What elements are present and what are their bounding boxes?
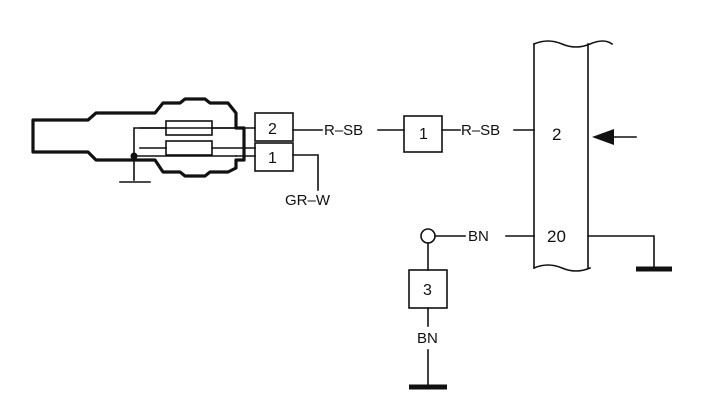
control-unit-bottom-break — [532, 264, 592, 272]
control-unit-pin-2-label: 2 — [552, 125, 561, 144]
control-unit-arrow-head — [592, 129, 614, 145]
sensor-connector-pin-1-box — [254, 142, 294, 172]
sensor — [31, 97, 256, 183]
component-3-label: 3 — [423, 282, 432, 299]
control-unit-pin-20-label: 20 — [547, 227, 566, 246]
ground-terminal-ring — [420, 228, 436, 244]
inline-connector-box — [403, 115, 443, 153]
sensor-connector: 2 1 — [254, 112, 294, 172]
sensor-internal-bracket — [133, 127, 237, 157]
wire-gr-w-label: GR–W — [285, 192, 331, 209]
wire-r-sb-a-label: R–SB — [324, 122, 363, 139]
sensor-connector-pin-1-label: 1 — [268, 150, 277, 167]
control-unit: 2 20 — [532, 40, 672, 272]
sensor-heater-element-lower — [165, 140, 213, 156]
inline-connector-pin-label: 1 — [419, 126, 428, 143]
sensor-probe-outline — [31, 97, 246, 178]
wire-r-sb-b-label: R–SB — [461, 122, 500, 139]
sensor-connector-pin-2-label: 2 — [268, 121, 277, 138]
wire-bn-lower-label: BN — [417, 330, 438, 347]
control-unit-top-break — [532, 40, 614, 48]
control-unit-ground-lead — [587, 235, 655, 267]
wire-bn-upper-label: BN — [468, 228, 489, 245]
sensor-connector-pin-2-box — [254, 112, 294, 142]
wire-gr-w — [292, 154, 319, 191]
